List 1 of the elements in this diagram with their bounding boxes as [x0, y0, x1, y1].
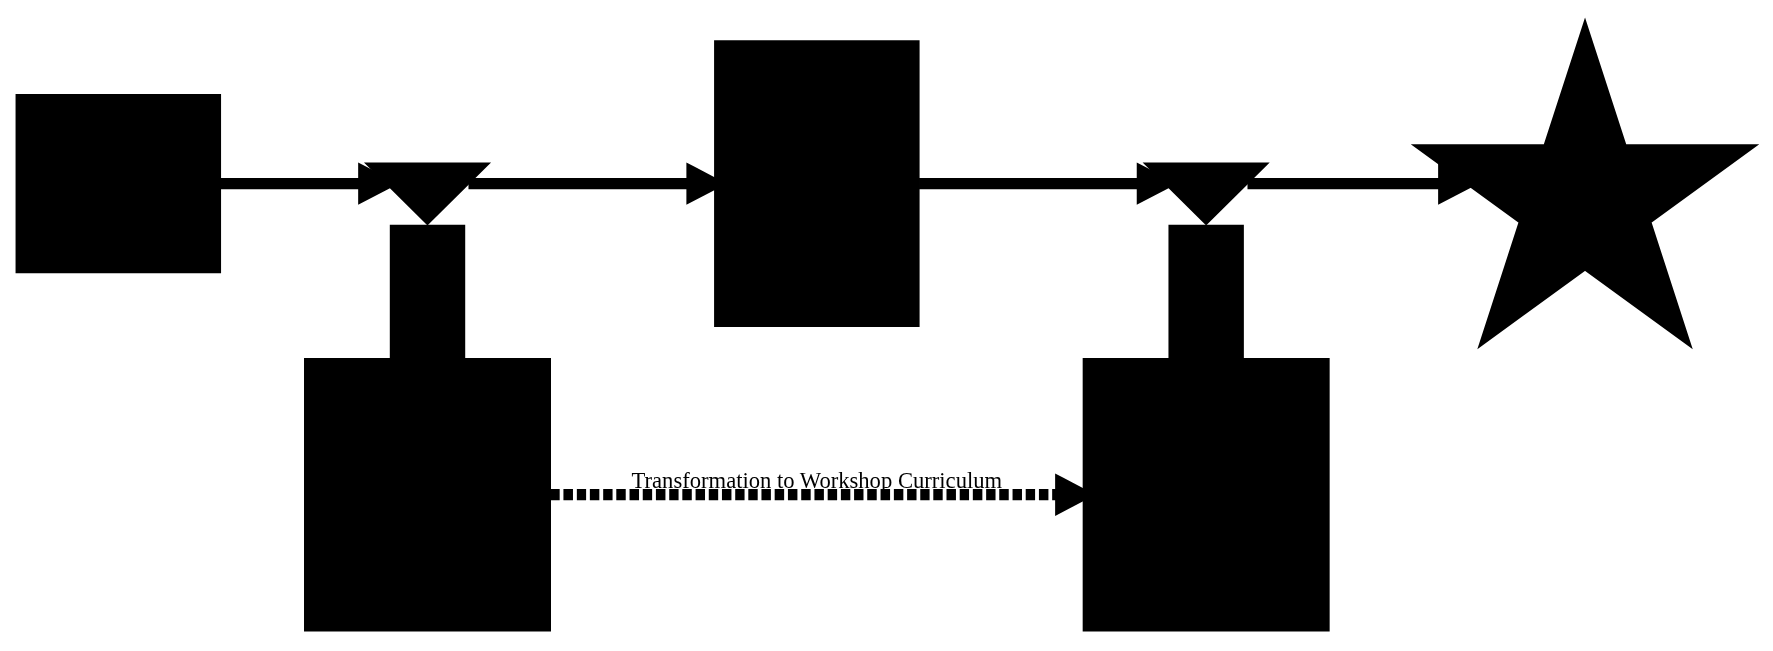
edge-label: Transformation to Workshop Curriculum: [631, 468, 1003, 494]
